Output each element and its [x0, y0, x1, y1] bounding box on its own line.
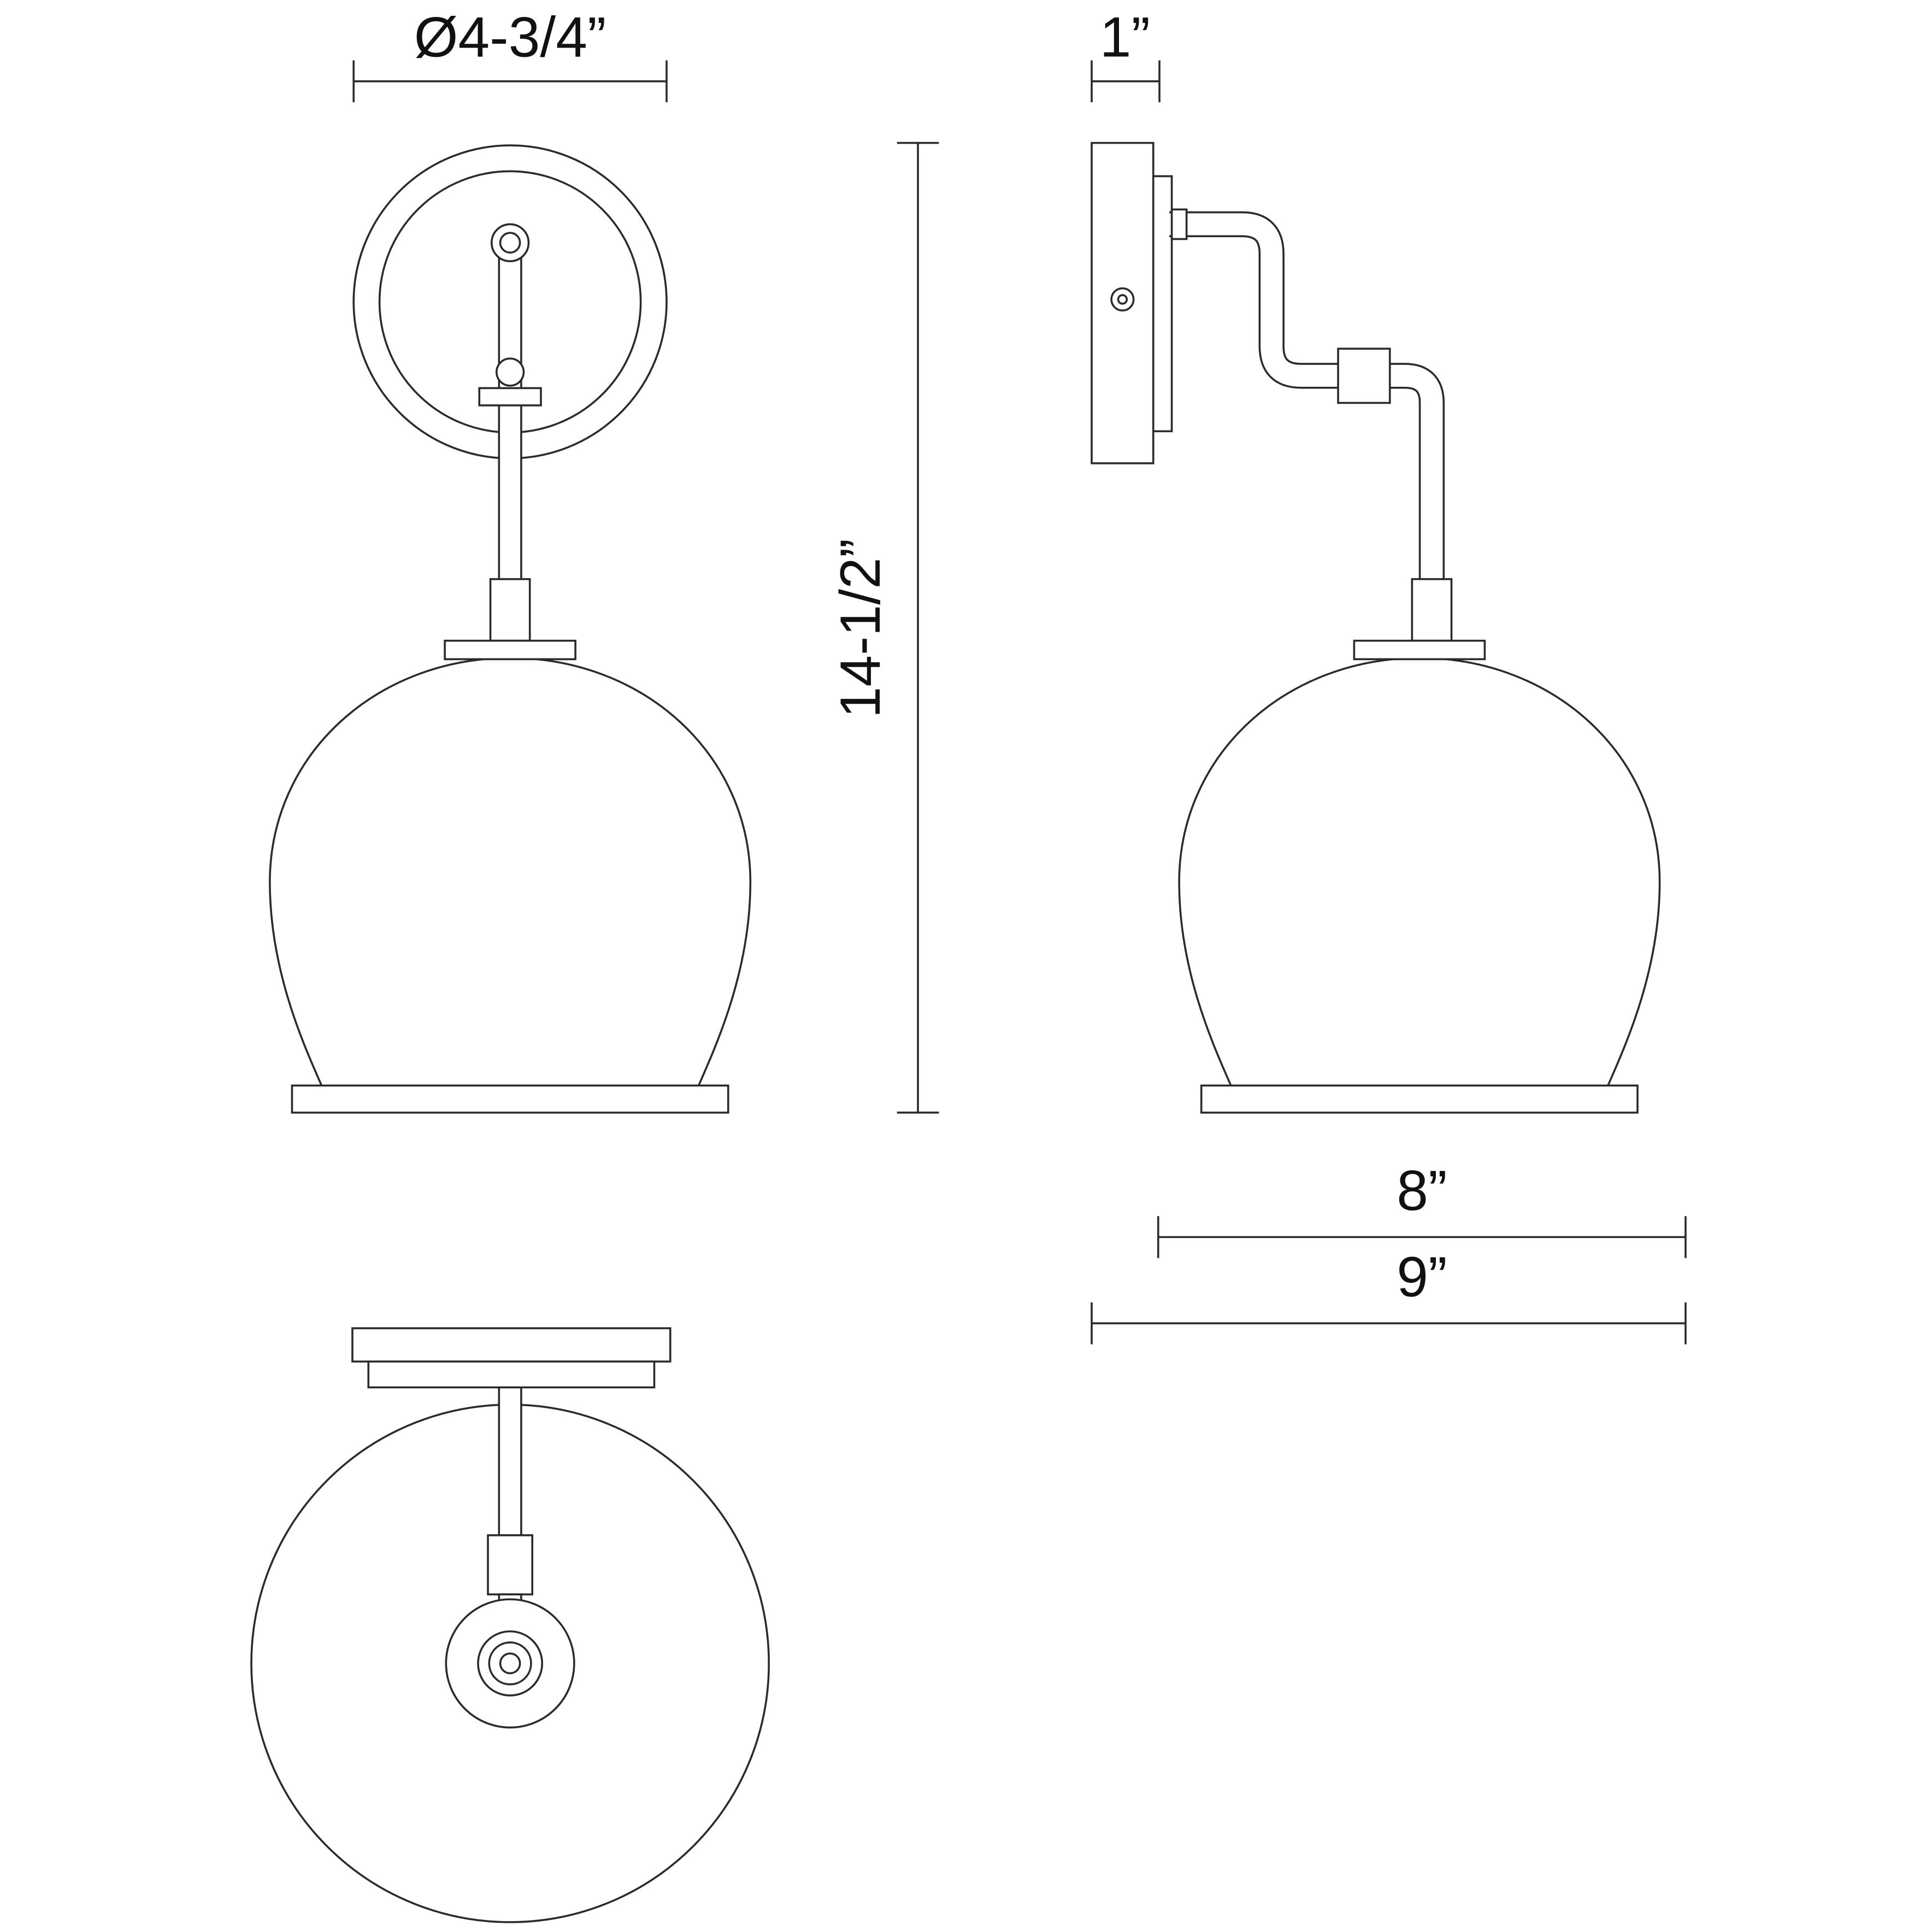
socket	[1411, 578, 1453, 642]
arm-collar	[1337, 347, 1391, 404]
dim-canopy-diameter: Ø4-3/4”	[352, 5, 668, 103]
dim-overall-projection-label: 9”	[1397, 1245, 1447, 1308]
canopy-plate	[351, 1327, 672, 1363]
arm-collar	[487, 1534, 534, 1595]
plan-view	[250, 1327, 770, 1923]
side-view: 1” 8”	[1091, 5, 1687, 1345]
globe-outline	[269, 657, 752, 1087]
globe-base-ring	[1200, 1084, 1639, 1114]
socket-hub-center	[499, 1652, 521, 1675]
dim-canopy-depth-label: 1”	[1100, 5, 1150, 69]
dim-canopy-depth: 1”	[1091, 5, 1161, 103]
stem	[498, 235, 522, 585]
mounting-screw-center	[1117, 294, 1128, 305]
arm-pipe-outline	[1169, 211, 1445, 584]
arm-pipe-fill	[1169, 213, 1443, 584]
stem-top-knob-inner	[499, 232, 521, 254]
dim-shade-diameter: 8”	[1157, 1159, 1687, 1258]
wall-plate-step	[1152, 175, 1173, 433]
globe-outline	[1178, 657, 1661, 1087]
globe-cap	[1353, 639, 1486, 661]
globe-cap	[444, 639, 576, 661]
canopy-plate-step	[367, 1360, 656, 1389]
stem-mid-knob	[496, 357, 525, 387]
front-view: Ø4-3/4”	[269, 5, 939, 1114]
dim-canopy-diameter-label: Ø4-3/4”	[414, 5, 606, 69]
socket	[489, 578, 531, 642]
arm	[498, 1386, 522, 1536]
stem-bracket	[478, 387, 542, 407]
dim-overall-projection: 9”	[1091, 1245, 1687, 1345]
dim-overall-height: 14-1/2”	[828, 142, 939, 1114]
dim-shade-diameter-label: 8”	[1397, 1159, 1447, 1222]
globe-base-ring	[291, 1084, 729, 1114]
dim-overall-height-label: 14-1/2”	[828, 539, 892, 718]
arm-wall-mount	[1170, 208, 1188, 240]
